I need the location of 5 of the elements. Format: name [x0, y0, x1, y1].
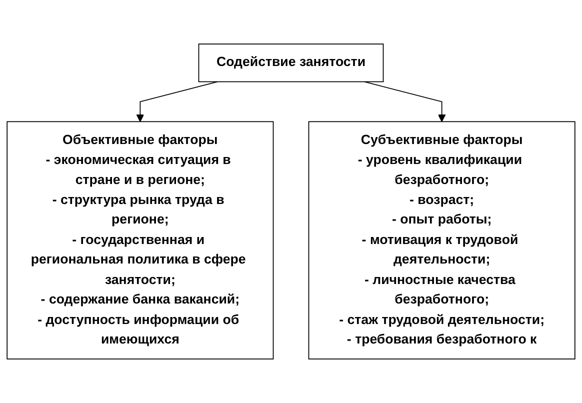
node-box: Объективные факторы - экономическая ситуация в стране и в регионе; - структура рынка труда в регионе; - государственная и региональная политика в сфере занятости; - содержание банка вакансий; - доступность информации об имеющихся [6, 121, 274, 360]
arrow [364, 81, 446, 122]
arrow [136, 81, 218, 122]
node-box: Субъективные факторы - уровень квалификации безработного; - возраст; - опыт работы; - мотивация к трудовой деятельности; - личностные качества безработного; - стаж трудовой деятельности; - требования безработного к [308, 121, 576, 360]
node-box: Содействие занятости [198, 44, 384, 82]
